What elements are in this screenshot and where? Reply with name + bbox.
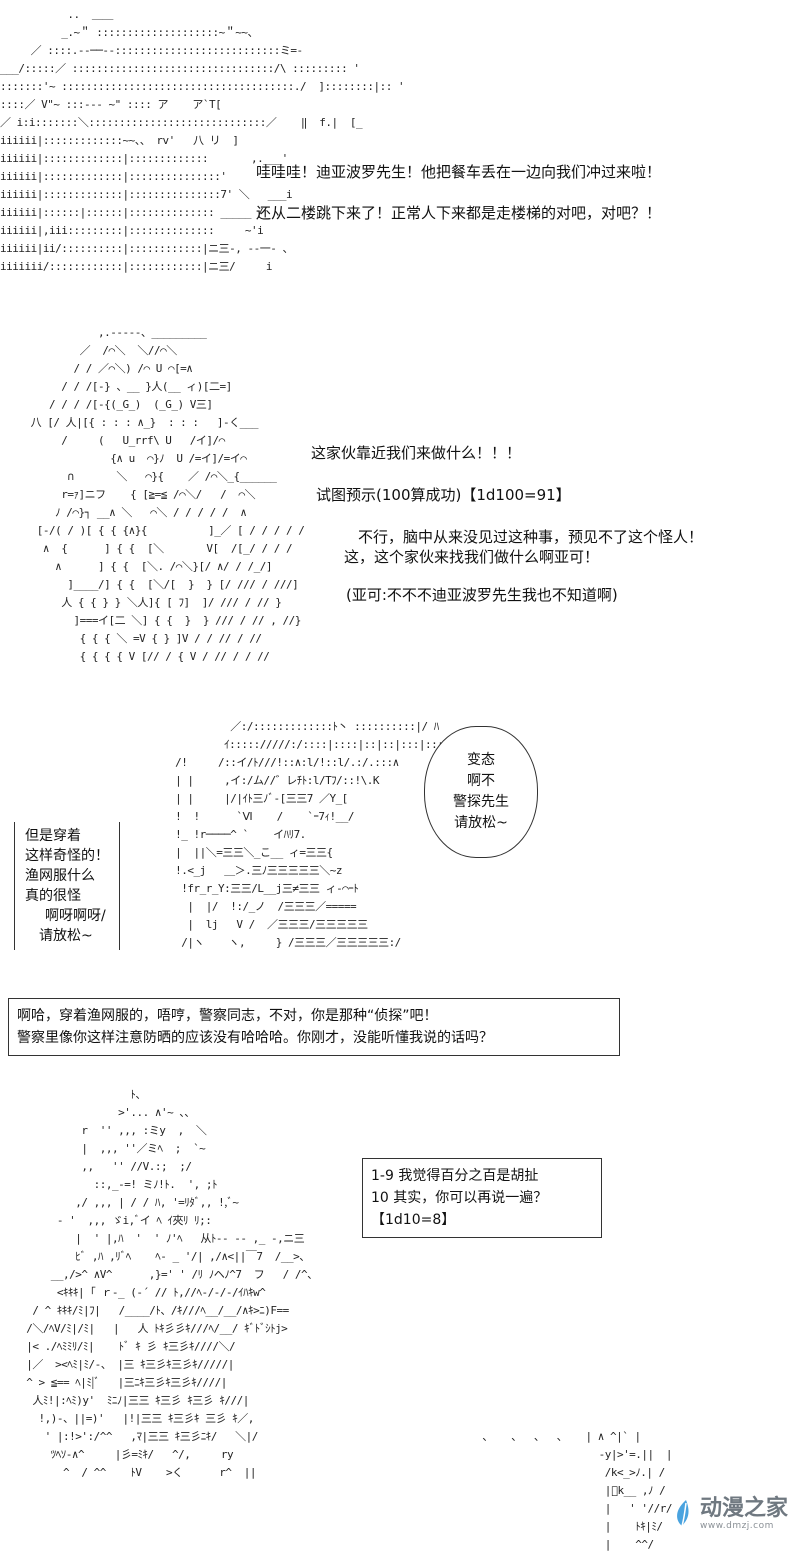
leaf-logo-icon [672, 1499, 696, 1529]
speech-bubble-left: 但是穿着 这样奇怪的！ 渔网服什么 真的很怪 啊呀啊呀/ 请放松~ [14, 822, 120, 950]
dialogue-line: 这，这个家伙来找我们做什么啊亚可！ [344, 548, 600, 566]
watermark-title: 动漫之家 [699, 1496, 788, 1521]
watermark-url: www.dmzj.com [699, 1521, 774, 1531]
bubble-text: 啊不 [467, 773, 495, 789]
bubble-text: 啊呀啊呀/ [45, 908, 106, 924]
dialogue-line: 不行，脑中从来没见过这种事，预见不了这个怪人！ [358, 528, 704, 546]
bubble-text: 请放松~ [39, 928, 93, 944]
narration-box: 啊哈，穿着渔网服的，唔哼，警察同志，不对，你是那种“侦探”吧！ 警察里像你这样注… [8, 998, 620, 1056]
bubble-text: 请放松~ [454, 815, 508, 831]
narration-text: 10 其实，你可以再说一遍？ [371, 1190, 548, 1206]
dialogue-line: 还从二楼跳下来了！正常人下来都是走楼梯的对吧，对吧？！ [256, 204, 662, 222]
narration-text: 警察里像你这样注意防晒的应该没有哈哈哈。你刚才，没能听懂我说的话吗？ [17, 1030, 493, 1046]
bubble-text: 变态 [467, 752, 495, 768]
narration-box: 1-9 我觉得百分之百是胡扯 10 其实，你可以再说一遍？ 【1d10=8】 [362, 1158, 602, 1238]
bubble-text: 渔网服什么 [25, 868, 95, 884]
panel-1: .. ＿＿ _.~＂ ::::::::::::::::::::~＂~~、 ／ :… [0, 0, 800, 310]
panel-4: ﾄ、 >'... ∧'~ 、、 r '' ,,, :ミy , ＼ | ,,, '… [0, 1080, 800, 1551]
panel-3: ／:/:::::::::::::ﾄ丶 ::::::::::|/ ﾊ ｲ:::::… [0, 718, 800, 1068]
dialogue-line: (亚可:不不不迪亚波罗先生我也不知道啊) [346, 586, 618, 604]
bubble-text: 但是穿着 [25, 828, 81, 844]
narration-text: 啊哈，穿着渔网服的，唔哼，警察同志，不对，你是那种“侦探”吧！ [17, 1008, 438, 1024]
dialogue-line: 哇哇哇！迪亚波罗先生！他把餐车丢在一边向我们冲过来啦！ [256, 163, 662, 181]
watermark: 动漫之家 www.dmzj.com [672, 1497, 788, 1531]
ascii-art-character: .. ＿＿ _.~＂ ::::::::::::::::::::~＂~~、 ／ :… [0, 8, 405, 273]
speech-bubble-right: 变态 啊不 警探先生 请放松~ [424, 726, 538, 858]
narration-text: 1-9 我觉得百分之百是胡扯 [371, 1168, 539, 1184]
bubble-text: 这样奇怪的！ [25, 848, 109, 864]
panel-2: ,.-----、_________ ／ /⌒＼ ＼//⌒＼ / / ／⌒＼) /… [0, 318, 800, 708]
narration-text: 【1d10=8】 [371, 1212, 456, 1228]
ascii-art-character: ／:/:::::::::::::ﾄ丶 ::::::::::|/ ﾊ ｲ:::::… [175, 720, 450, 949]
ascii-art-arm: 、 、 、 、 | ∧ ^|` | ‐y|>'=.|| | /k<_>ﾉ.| /… [482, 1430, 673, 1551]
dialogue-line: 试图预示(100算成功)【1d100=91】 [316, 486, 571, 504]
ascii-art-character: ﾄ、 >'... ∧'~ 、、 r '' ,,, :ミy , ＼ | ,,, '… [26, 1088, 318, 1479]
dialogue-line: 这家伙靠近我们来做什么！！！ [311, 444, 522, 462]
bubble-text: 警探先生 [453, 794, 509, 810]
bubble-text: 真的很怪 [25, 888, 81, 904]
ascii-art-character: ,.-----、_________ ／ /⌒＼ ＼//⌒＼ / / ／⌒＼) /… [30, 326, 305, 663]
